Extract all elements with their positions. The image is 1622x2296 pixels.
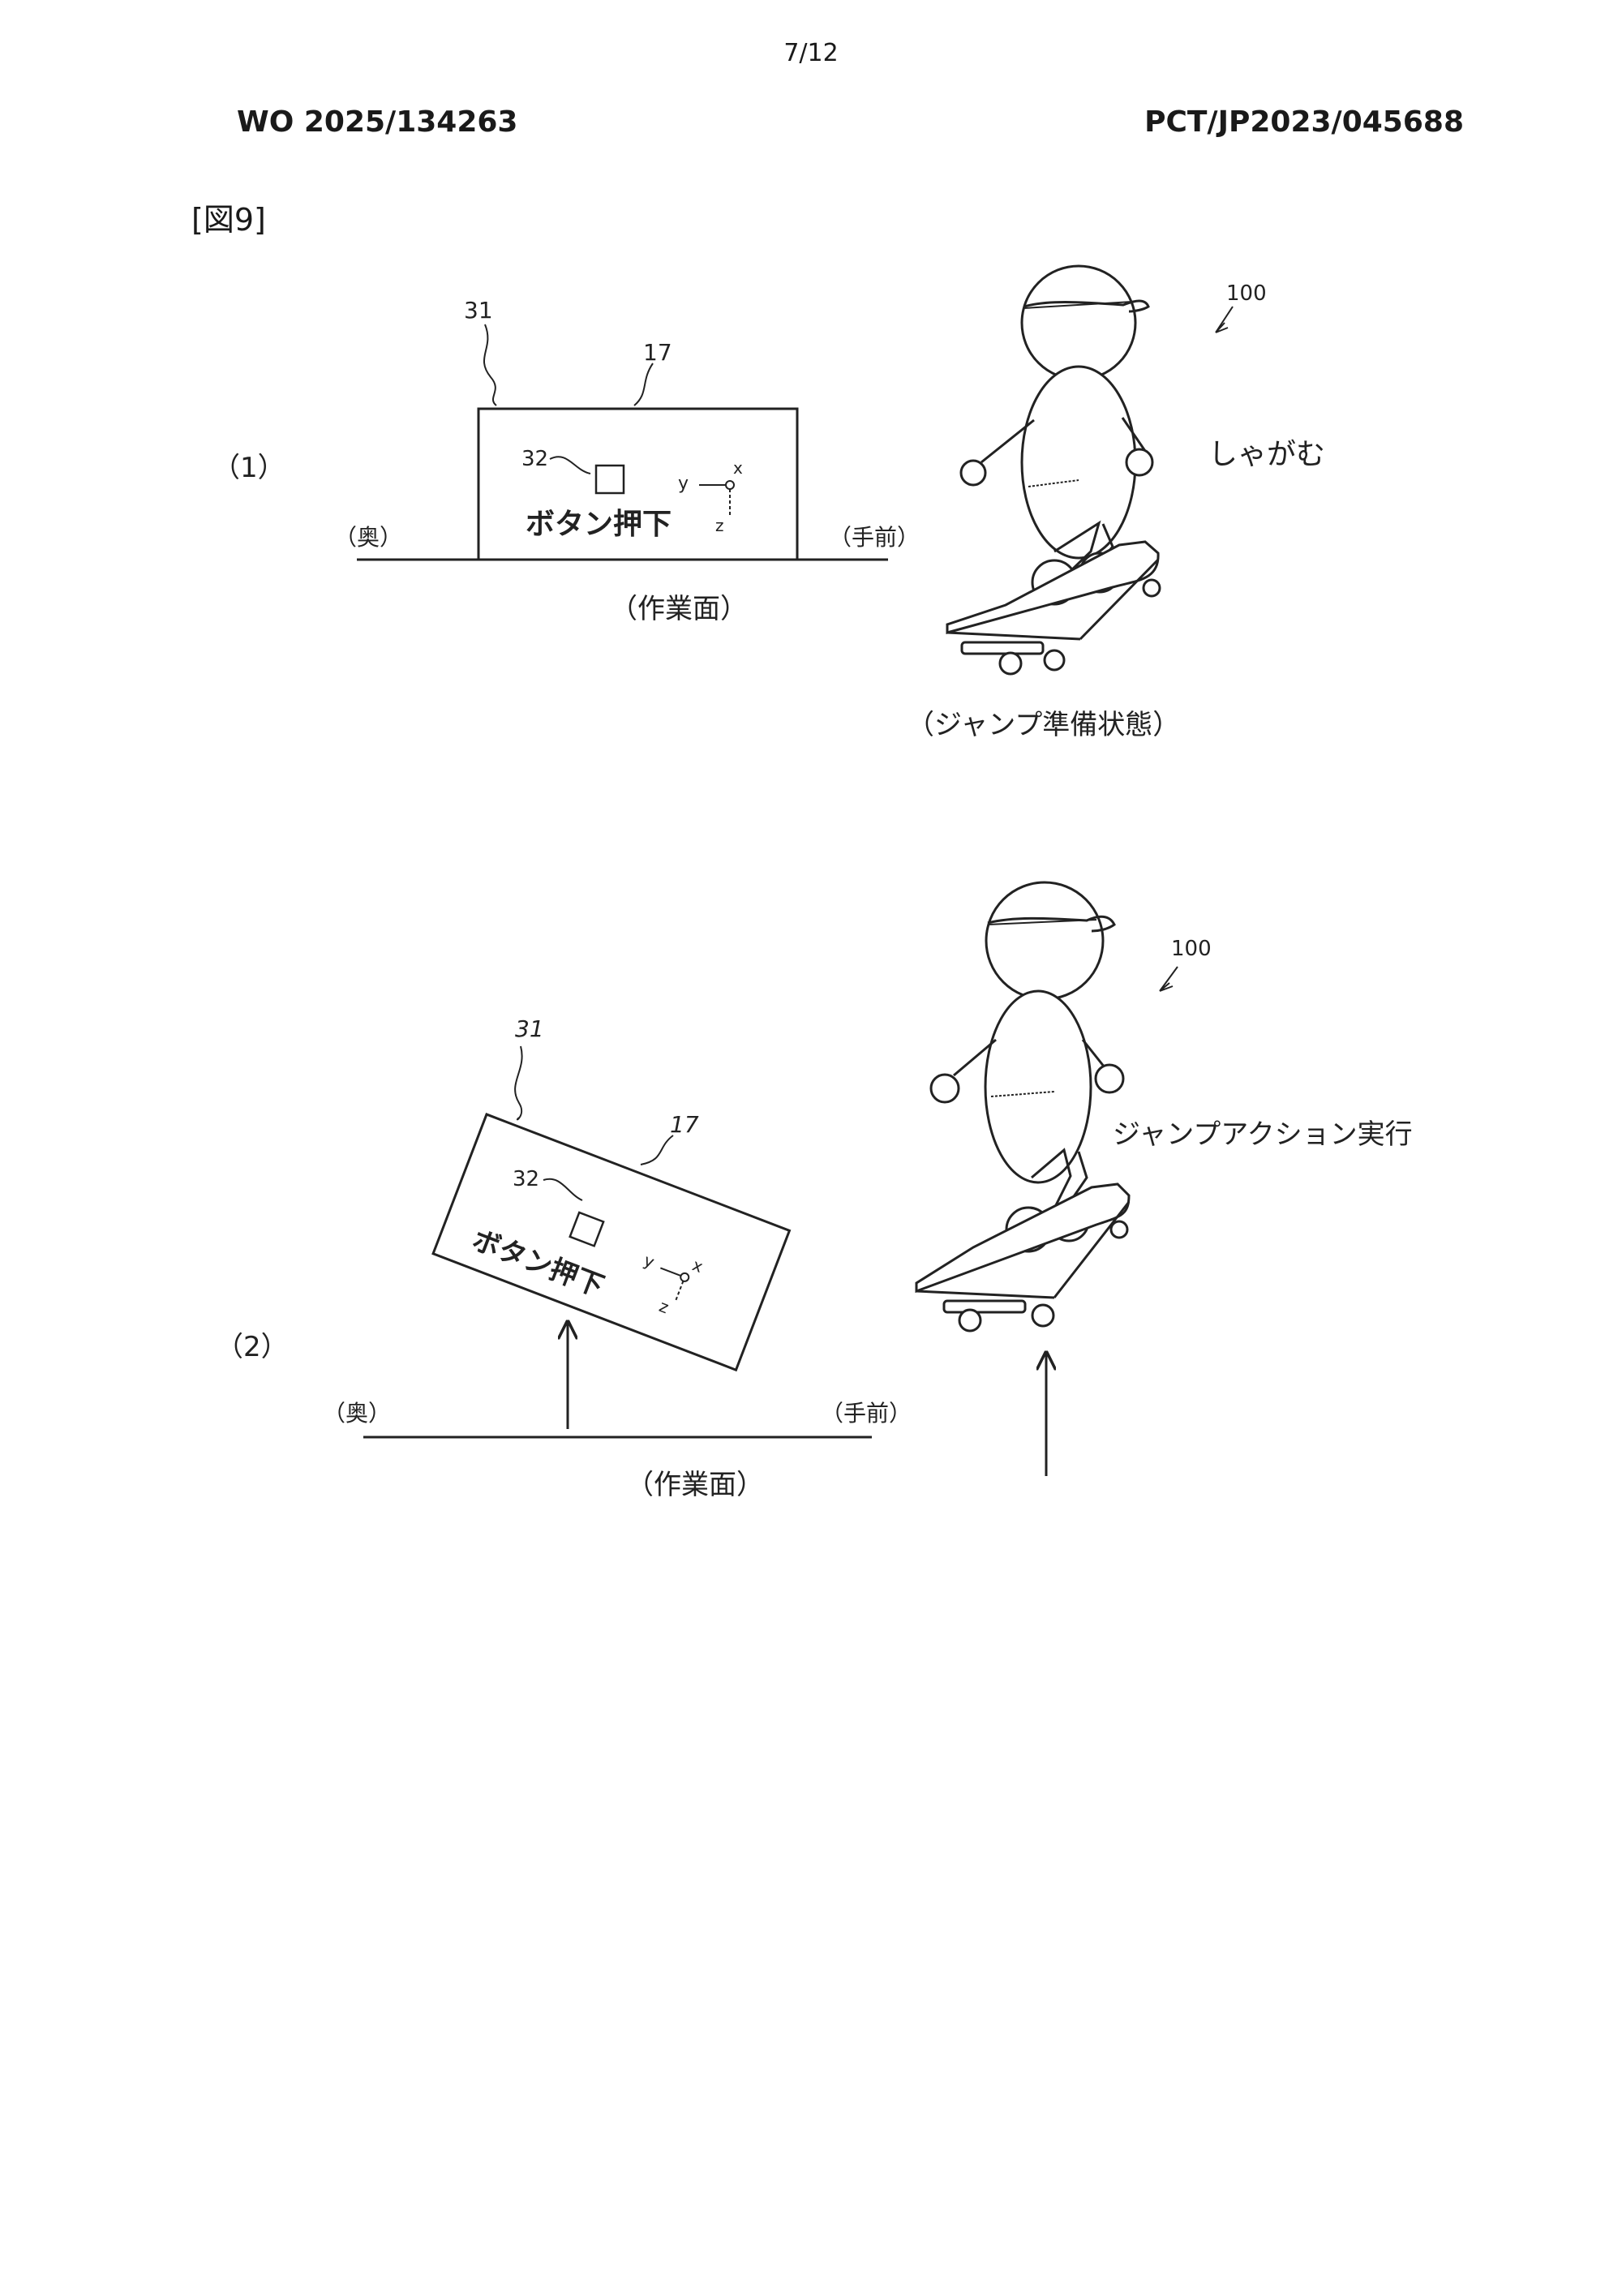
button-icon — [594, 464, 625, 495]
ref-32: 32 — [521, 447, 548, 471]
ref-100-2: 100 — [1171, 937, 1212, 961]
ref-leader-100-2 — [1159, 966, 1178, 992]
panel-2: （2） （奥） （手前） （作業面） ボタン押下 x y z 31 17 32 — [216, 881, 1413, 1501]
right-hand-2 — [1094, 1063, 1125, 1094]
ref-17-2: 17 — [670, 1111, 699, 1138]
character-legs — [1053, 520, 1101, 574]
button-press-text: ボタン押下 — [526, 508, 672, 541]
character-head-2 — [985, 881, 1105, 1001]
controller-tilted: ボタン押下 x y z — [431, 1113, 792, 1372]
publication-number: WO 2025/134263 — [237, 105, 518, 139]
figure-label: [図9] — [191, 202, 266, 238]
character-jumping — [929, 881, 1125, 1253]
ref-leader-32-2 — [543, 1178, 583, 1201]
skateboard-2 — [915, 1182, 1131, 1333]
button-icon-2 — [569, 1211, 605, 1247]
page-number: 7/12 — [783, 39, 839, 67]
panel-2-index: （2） — [216, 1331, 289, 1363]
work-surface-caption-2: （作業面） — [626, 1469, 764, 1501]
axis-indicator: x y z — [678, 458, 743, 535]
skateboard — [946, 540, 1161, 676]
ref-leader-17 — [633, 363, 654, 406]
character-body-2 — [984, 989, 1092, 1184]
jump-ready-caption: （ジャンプ準備状態） — [907, 709, 1180, 741]
action-crouch-text: しゃがむ — [1208, 438, 1325, 471]
ref-31: 31 — [464, 297, 493, 324]
work-surface-caption: （作業面） — [610, 593, 748, 625]
ref-leader-31-2 — [514, 1045, 523, 1121]
axis-z-label: z — [715, 516, 724, 535]
ref-leader-31 — [483, 324, 497, 406]
surface-side-back: （奥） — [334, 524, 402, 551]
ref-32-2: 32 — [513, 1167, 539, 1191]
left-hand — [959, 459, 987, 487]
ref-17: 17 — [643, 339, 672, 366]
application-number: PCT/JP2023/045688 — [1144, 105, 1464, 139]
controller-body — [477, 407, 799, 561]
ref-leader-17-2 — [640, 1135, 674, 1165]
ref-100: 100 — [1226, 281, 1267, 306]
left-hand-2 — [929, 1073, 960, 1104]
panel-1-index: （1） — [212, 452, 285, 484]
surface-side-back-2: （奥） — [323, 1400, 391, 1427]
axis-y-label: y — [678, 474, 689, 494]
panel-1: （1） （奥） （手前） （作業面） 31 17 32 ボタン押下 x y z — [212, 264, 1325, 741]
surface-side-front: （手前） — [829, 524, 920, 551]
surface-side-front-2: （手前） — [821, 1400, 912, 1427]
ref-31-2: 31 — [515, 1015, 544, 1042]
ref-leader-32 — [549, 456, 591, 474]
axis-x-label: x — [733, 458, 743, 478]
character-body — [1020, 365, 1137, 560]
right-hand — [1125, 448, 1154, 477]
cap-icon-2 — [987, 915, 1116, 933]
character-head — [1020, 264, 1137, 381]
controller-body-2 — [431, 1113, 792, 1372]
character-legs-2 — [1031, 1148, 1072, 1209]
action-jump-text: ジャンプアクション実行 — [1113, 1118, 1413, 1151]
ref-leader-100 — [1215, 306, 1234, 333]
